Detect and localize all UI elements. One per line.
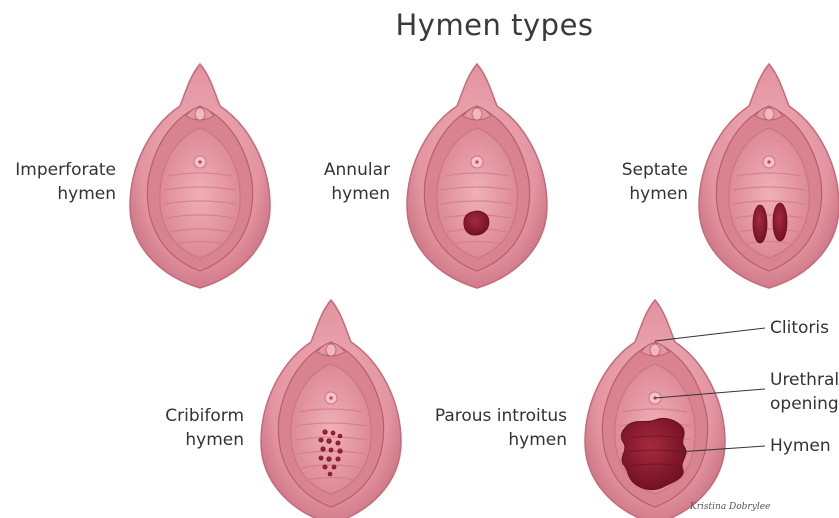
label-parous: Parous introitus hymen <box>420 404 567 452</box>
callout-hymen: Hymen <box>770 434 831 458</box>
parous-opening <box>621 418 686 489</box>
label-septate: Septate hymen <box>600 158 688 206</box>
figure-cribriform <box>261 300 401 518</box>
callout-clitoris: Clitoris <box>770 316 829 340</box>
figure-annular <box>407 64 547 288</box>
septate-opening-left <box>753 205 767 243</box>
figure-imperforate <box>130 64 270 288</box>
septate-opening-right <box>773 203 787 241</box>
artist-signature: Kristina Dobrylee <box>690 502 770 512</box>
label-annular: Annular hymen <box>300 158 390 206</box>
label-cribriform: Cribiform hymen <box>150 404 244 452</box>
callout-urethral-opening: Urethral opening <box>770 368 839 416</box>
annular-opening <box>464 211 489 235</box>
figure-parous <box>585 300 725 518</box>
figure-septate <box>699 64 839 288</box>
label-imperforate: Imperforate hymen <box>10 158 116 206</box>
